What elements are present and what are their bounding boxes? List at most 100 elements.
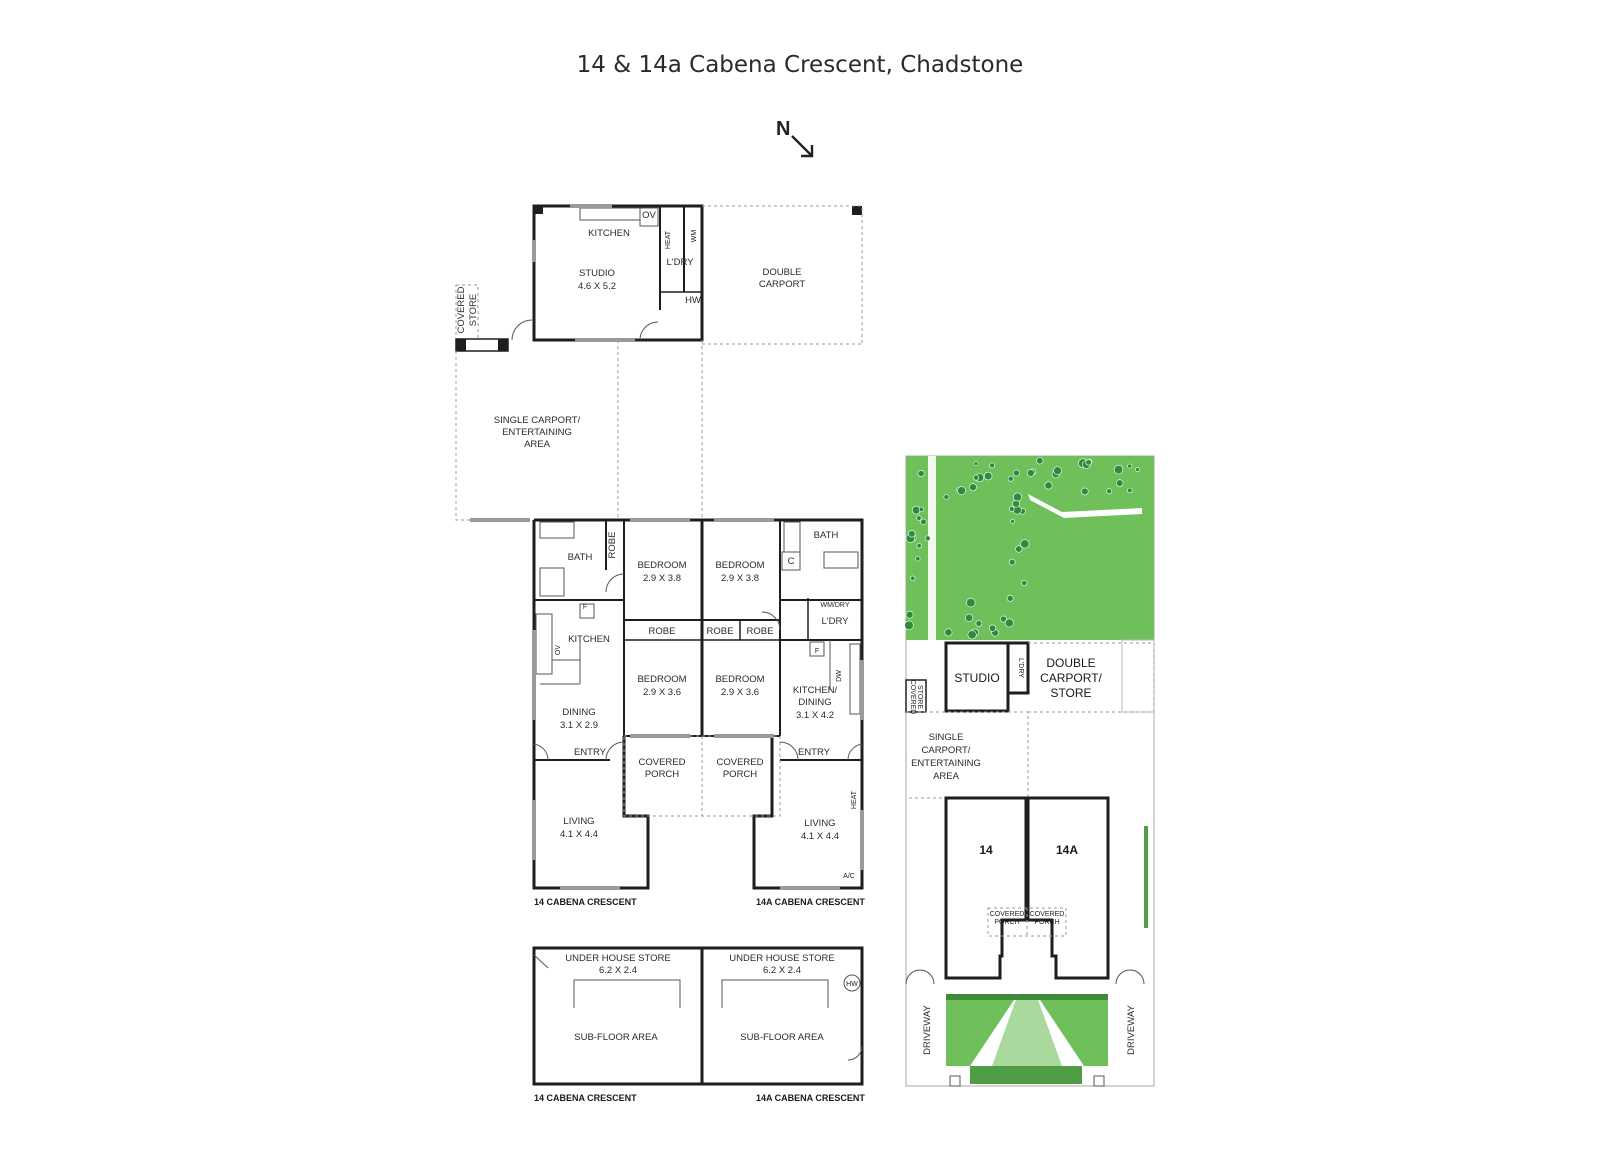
- u14a-caption: 14A CABENA CRESCENT: [756, 897, 865, 907]
- site-carport-line-1: DOUBLE: [1046, 656, 1095, 670]
- u14-robe-label: ROBE: [649, 626, 676, 637]
- tree-icon: [983, 471, 993, 481]
- double-carport-outline: [702, 205, 863, 344]
- front-lawn-left: [946, 994, 1018, 1066]
- site-carport-line-2: CARPORT/: [1040, 671, 1102, 685]
- heat-label: HEAT: [665, 230, 672, 249]
- tree-icon: [905, 610, 914, 619]
- sub-left-area: SUB-FLOOR AREA: [574, 1032, 658, 1043]
- tree-icon: [1126, 487, 1133, 494]
- sub-right-store-size: 6.2 X 2.4: [763, 965, 801, 976]
- oven-label: OV: [642, 210, 656, 221]
- tree-icon: [973, 474, 980, 481]
- tree-icon: [1008, 506, 1015, 512]
- u14-kitchen-label: KITCHEN: [568, 634, 610, 645]
- studio-label: STUDIO: [579, 268, 615, 279]
- sub-left-store-label: UNDER HOUSE STORE: [565, 953, 670, 964]
- sub-right-store-label: UNDER HOUSE STORE: [729, 953, 834, 964]
- u14a-bedroom2-label: BEDROOM: [715, 674, 764, 685]
- studio-size: 4.6 X 5.2: [578, 281, 616, 292]
- compass: N: [776, 118, 814, 158]
- site-laundry-label: L'DRY: [1017, 658, 1024, 678]
- tree-icon: [917, 469, 925, 477]
- site-porch-left-line-1: COVERED: [990, 911, 1025, 918]
- tree-icon: [1053, 466, 1062, 476]
- tree-icon: [916, 543, 922, 549]
- u14-porch-line-1: COVERED: [639, 757, 686, 768]
- u14a-porch-line-1: COVERED: [717, 757, 764, 768]
- single-carport-outline: [455, 351, 534, 521]
- tree-icon: [1000, 615, 1007, 623]
- laundry-label: L'DRY: [667, 257, 695, 268]
- sub-left-store-size: 6.2 X 2.4: [599, 965, 637, 976]
- tree-icon: [944, 628, 953, 637]
- tree-icon: [967, 630, 977, 640]
- tree-icon: [1135, 467, 1140, 472]
- u14a-heat: HEAT: [851, 790, 858, 809]
- u14a-ac: A/C: [843, 873, 855, 880]
- outbuilding-kitchen-label: KITCHEN: [588, 228, 630, 239]
- tree-icon: [1036, 457, 1044, 465]
- tree-icon: [1027, 469, 1035, 477]
- tree-icon: [1020, 539, 1030, 549]
- u14-living-size: 4.1 X 4.4: [560, 829, 598, 840]
- site-single-carport-line-4: AREA: [933, 771, 960, 782]
- u14a-bedroom2-size: 2.9 X 3.6: [721, 687, 759, 698]
- tree-icon: [916, 515, 922, 521]
- site-porch-right-line-1: COVERED: [1030, 911, 1065, 918]
- u14a-kitchen-dining-line-2: DINING: [798, 697, 831, 708]
- tree-icon: [1008, 558, 1016, 566]
- site-driveway-left: DRIVEWAY: [922, 1005, 933, 1055]
- single-carport-line-2: ENTERTAINING: [502, 427, 572, 438]
- u14-robe-vertical: ROBE: [607, 532, 618, 559]
- tree-cluster: [904, 457, 1140, 640]
- u14a-laundry: L'DRY: [822, 616, 850, 627]
- tree-icon: [1106, 488, 1113, 495]
- arrow-south-east-icon: [791, 135, 814, 158]
- tree-icon: [964, 613, 974, 623]
- tree-icon: [966, 597, 976, 608]
- tree-icon: [1015, 545, 1023, 553]
- tree-icon: [920, 518, 927, 526]
- u14a-bedroom1-label: BEDROOM: [715, 560, 764, 571]
- tree-icon: [1081, 487, 1089, 496]
- single-carport-line-3: AREA: [524, 439, 551, 450]
- u14-bath-label: BATH: [568, 552, 593, 563]
- studio-walls: [532, 204, 704, 342]
- double-carport-line-1: DOUBLE: [762, 267, 801, 278]
- washing-machine-label: WM: [691, 230, 698, 243]
- tree-icon: [908, 530, 916, 538]
- u14-bedroom2-size: 2.9 X 3.6: [643, 687, 681, 698]
- site-covered-store-line-2: STORE: [916, 685, 923, 709]
- double-carport-line-2: CARPORT: [759, 279, 805, 290]
- tree-icon: [989, 462, 996, 469]
- site-plan: STUDIO L'DRY DOUBLE CARPORT/ STORE COVER…: [904, 455, 1155, 1087]
- site-porch-left-line-2: PORCH: [994, 919, 1019, 926]
- tree-icon: [1004, 618, 1014, 628]
- tree-icon: [957, 486, 966, 496]
- site-covered-store-line-1: COVERED: [909, 680, 916, 715]
- tree-icon: [915, 556, 921, 562]
- outbuilding: KITCHEN STUDIO 4.6 X 5.2 OV HEAT WM L'DR…: [455, 204, 863, 522]
- u14a-bedroom1-size: 2.9 X 3.8: [721, 573, 759, 584]
- front-lawn-right: [1036, 994, 1108, 1066]
- site-unit14a-label: 14A: [1056, 843, 1078, 857]
- covered-store-line-2: STORE: [468, 294, 479, 327]
- tree-icon: [909, 575, 916, 581]
- u14-dining-size: 3.1 X 2.9: [560, 720, 598, 731]
- tree-icon: [975, 620, 983, 627]
- u14-bedroom2-label: BEDROOM: [637, 674, 686, 685]
- u14a-living-size: 4.1 X 4.4: [801, 831, 839, 842]
- u14-dining-label: DINING: [562, 707, 595, 718]
- u14-porch-line-2: PORCH: [645, 769, 679, 780]
- tree-icon: [904, 620, 914, 630]
- tree-icon: [969, 483, 977, 492]
- u14a-porch-line-2: PORCH: [723, 769, 757, 780]
- compass-label: N: [776, 118, 790, 140]
- sub-right-caption: 14A CABENA CRESCENT: [756, 1093, 865, 1103]
- tree-icon: [924, 535, 931, 542]
- u14a-fridge: F: [815, 648, 819, 655]
- tree-icon: [1085, 459, 1092, 466]
- u14a-dishwasher: DW: [836, 670, 843, 682]
